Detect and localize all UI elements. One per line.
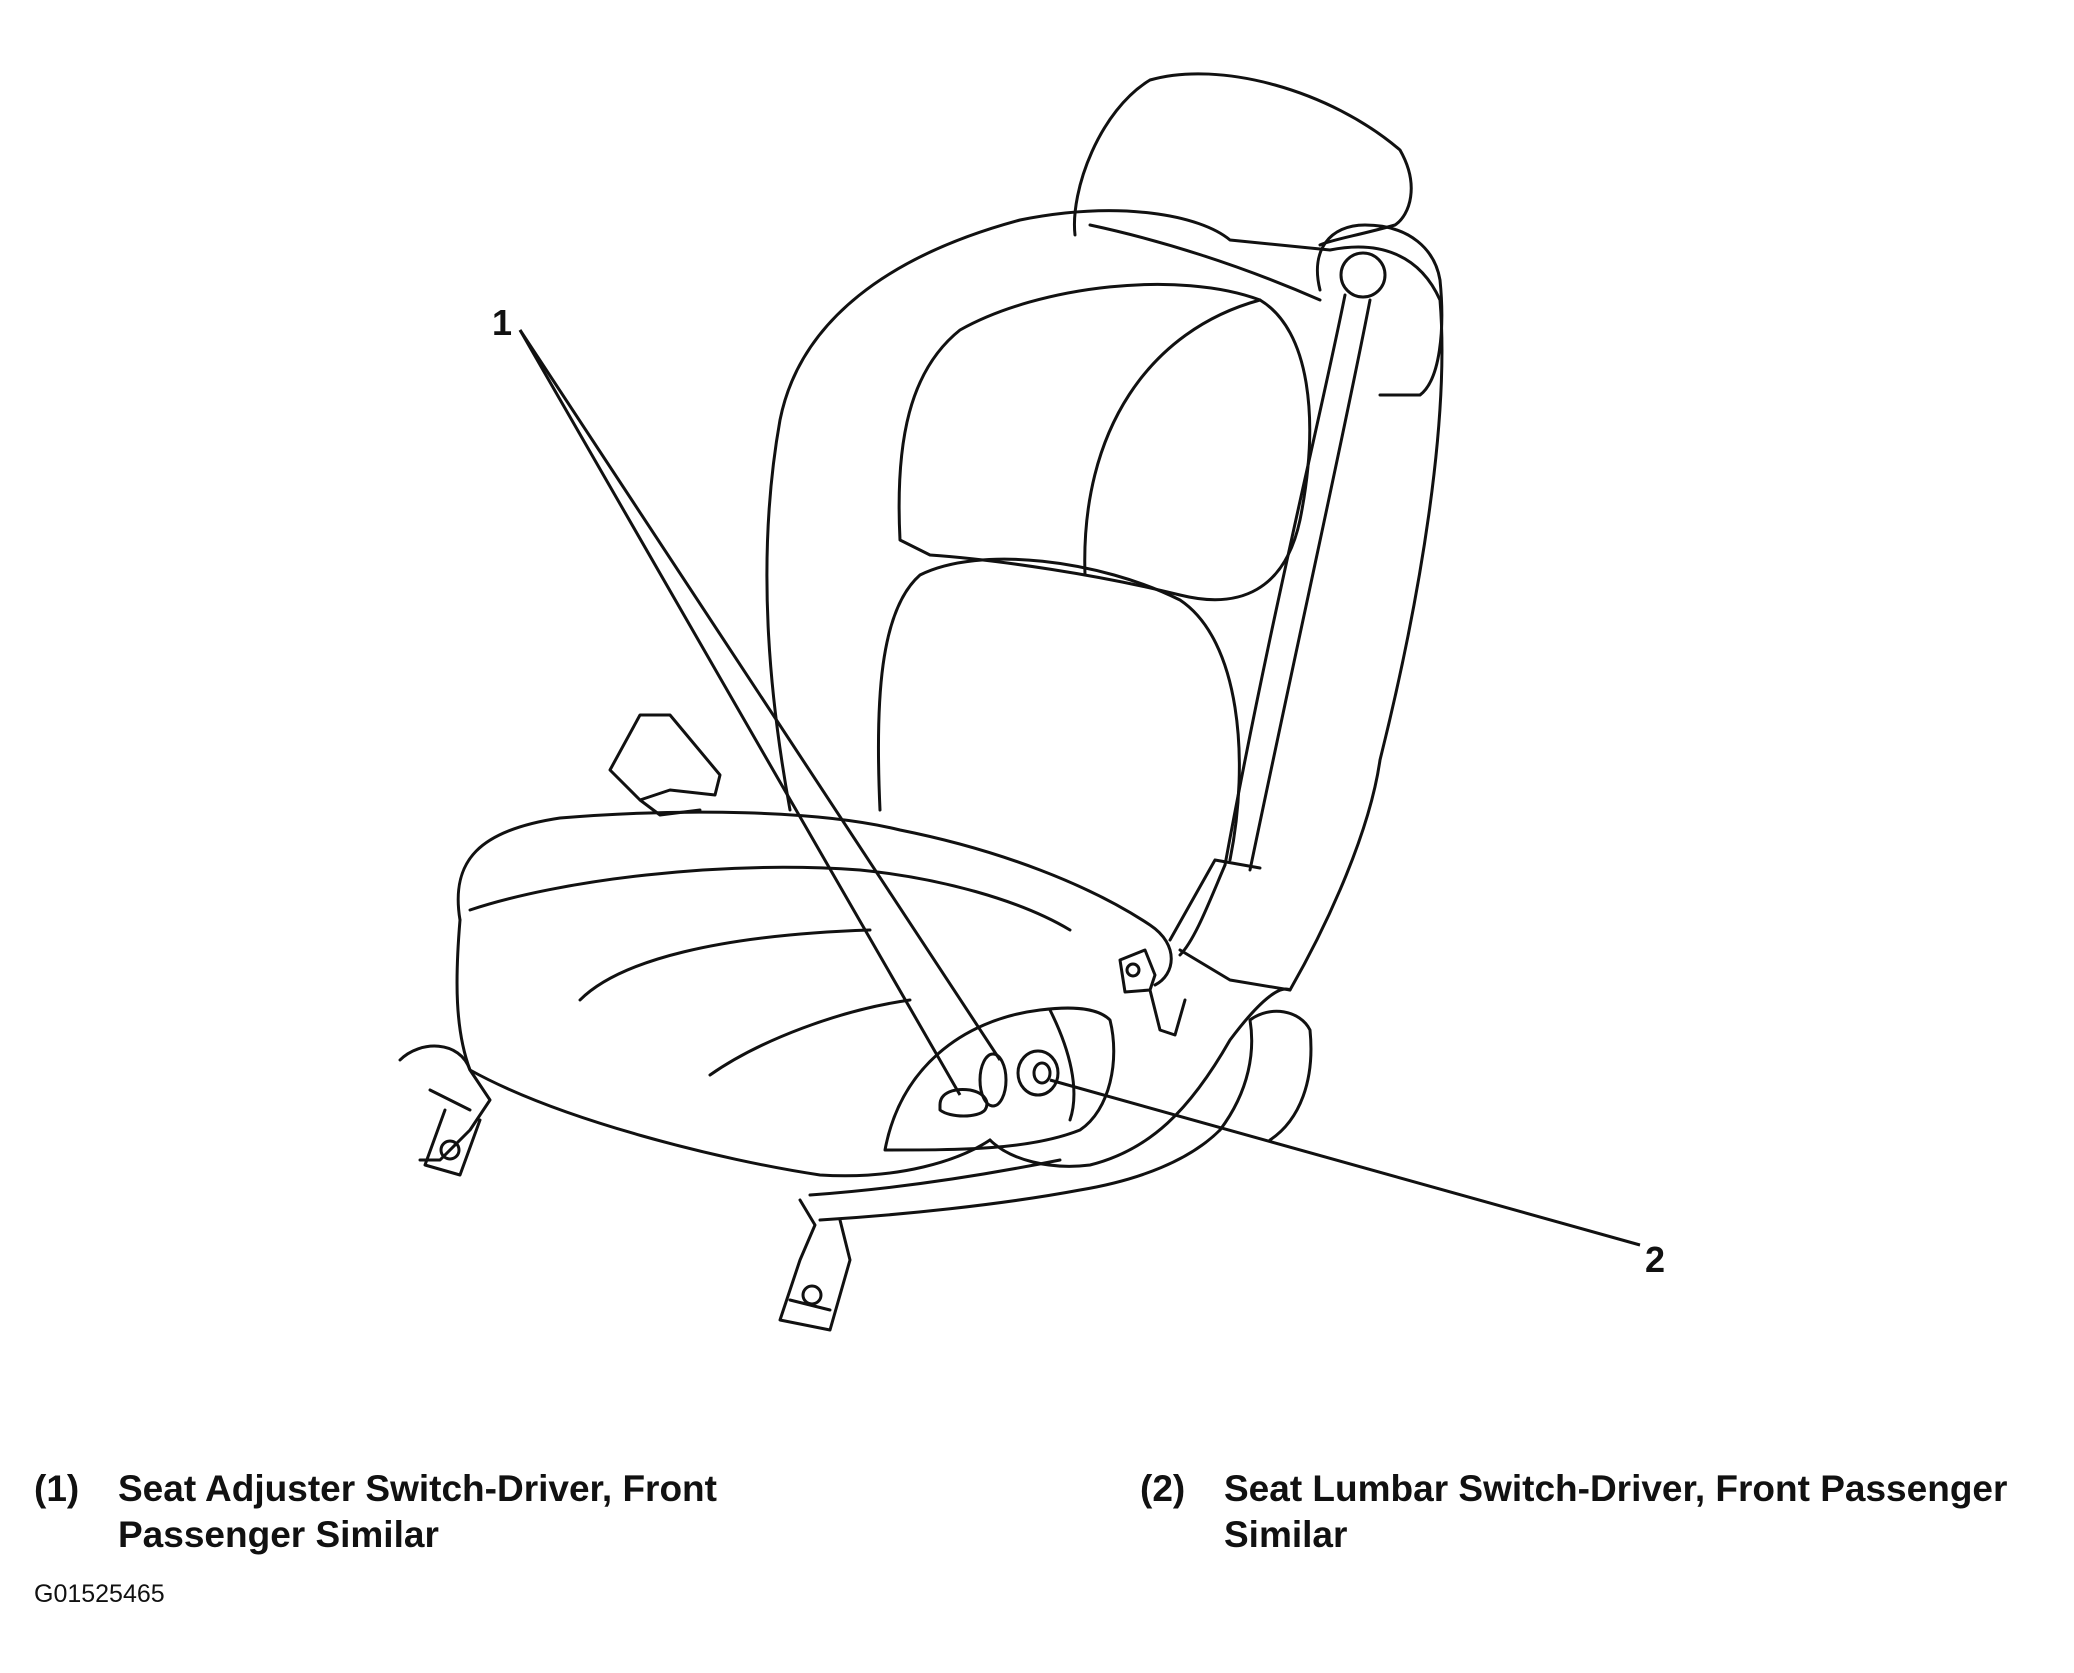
- cushion-seam-1: [468, 865, 1072, 932]
- rear-latch: [1118, 948, 1187, 1037]
- upper-back-panel: [897, 282, 1312, 602]
- front-right-bolt: [801, 1284, 823, 1306]
- adjuster-switch-horizontal: [938, 1088, 989, 1118]
- side-trim: [883, 1006, 1116, 1152]
- shield-rear: [1218, 1009, 1313, 1142]
- cushion-seam-2: [578, 928, 872, 1002]
- headrest: [1072, 72, 1413, 247]
- front-left-bolt: [439, 1139, 461, 1161]
- lumbar-switch-center: [1032, 1061, 1052, 1085]
- cushion-seam-4: [1048, 1008, 1076, 1122]
- upper-back-seam: [1083, 298, 1262, 577]
- shoulder-belt: [1223, 293, 1372, 872]
- front-left-leg: [398, 1044, 492, 1177]
- leader-2: [1049, 1078, 1641, 1247]
- figure-id: G01525465: [34, 1580, 165, 1608]
- callout-2: 2: [1645, 1239, 1665, 1280]
- leader-1a: [518, 329, 962, 1096]
- callout-1: 1: [492, 302, 512, 343]
- legend-number: (1): [34, 1468, 80, 1509]
- seat-back: [765, 209, 1444, 992]
- belt-guide: [1315, 223, 1444, 397]
- seat-cushion: [456, 810, 1173, 987]
- leader-1b: [518, 329, 1002, 1061]
- belt-guide-hole: [1339, 251, 1387, 299]
- seat-belt-buckle: [608, 713, 722, 817]
- seat-diagram: 1 2: [398, 72, 1665, 1332]
- headrest-base: [1088, 223, 1322, 302]
- lumbar-switch: [1016, 1049, 1060, 1097]
- cushion-seam-3: [708, 998, 912, 1077]
- legend-text: Seat Lumbar Switch-Driver, Front Passeng…: [1224, 1468, 2008, 1555]
- legend-text: Seat Adjuster Switch-Driver, Front Passe…: [118, 1468, 717, 1555]
- front-right-leg: [778, 1198, 852, 1332]
- legend-number: (2): [1140, 1468, 1186, 1509]
- belt-sleeve: [1168, 858, 1262, 957]
- cushion-front: [455, 918, 992, 1178]
- lower-back-panel: [876, 557, 1241, 862]
- latch-bolt: [1125, 962, 1141, 978]
- side-shield-lower: [808, 1128, 1222, 1222]
- adjuster-switch-vertical: [978, 1052, 1008, 1108]
